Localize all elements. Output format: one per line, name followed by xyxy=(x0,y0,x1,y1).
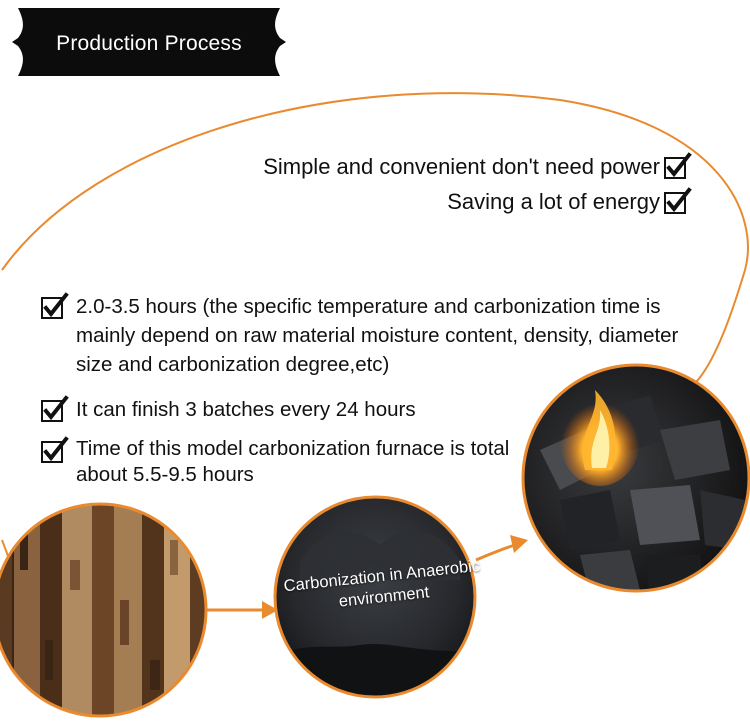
check-icon xyxy=(41,292,69,319)
check-icon xyxy=(664,187,692,214)
burning-charcoal-photo xyxy=(521,363,750,593)
flow-curve xyxy=(1,92,749,389)
page-title: Production Process xyxy=(56,32,242,55)
list-item-label: 2.0-3.5 hours (the specific temperature … xyxy=(76,295,679,376)
list-item: It can finish 3 batches every 24 hours xyxy=(40,395,720,424)
check-icon xyxy=(664,152,692,179)
feature-item: Simple and convenient don't need power xyxy=(263,152,692,182)
list-item-label: Time of this model carbonization furnace… xyxy=(76,437,510,486)
wood-logs-photo xyxy=(0,502,208,718)
list-item-label: It can finish 3 batches every 24 hours xyxy=(76,398,416,421)
feature-item: Saving a lot of energy xyxy=(447,187,692,217)
feature-label: Simple and convenient don't need power xyxy=(263,154,660,179)
arrow-head-1-icon xyxy=(262,601,278,619)
arrow-head-2-icon xyxy=(510,535,528,553)
spec-list: 2.0-3.5 hours (the specific temperature … xyxy=(40,292,720,489)
check-icon xyxy=(41,436,69,463)
feature-label: Saving a lot of energy xyxy=(447,189,660,214)
check-icon xyxy=(41,395,69,422)
title-banner xyxy=(12,8,286,76)
list-item: Time of this model carbonization furnace… xyxy=(40,436,720,489)
list-item: 2.0-3.5 hours (the specific temperature … xyxy=(40,292,720,379)
